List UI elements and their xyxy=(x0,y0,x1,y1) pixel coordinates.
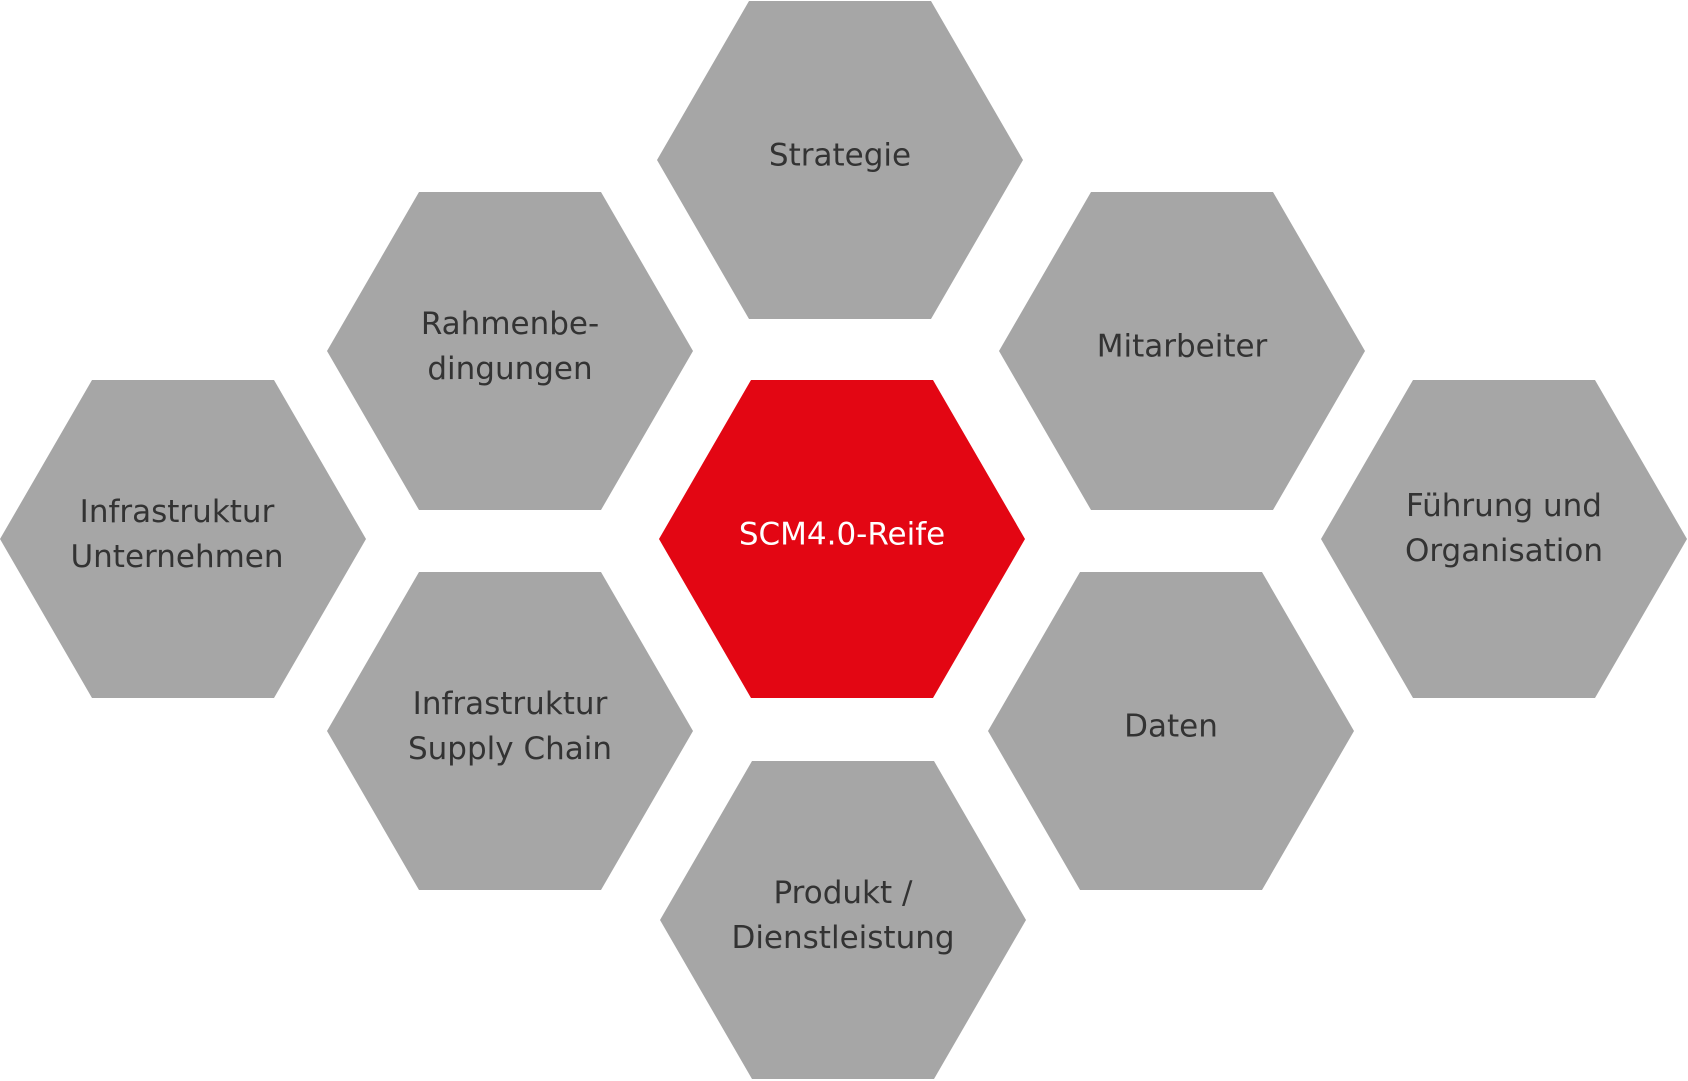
label-line: SCM4.0-Reife xyxy=(738,516,946,553)
label-produkt-dienstleistung: Produkt / Dienstleistung xyxy=(673,871,1013,961)
label-line: Dienstleistung xyxy=(731,920,955,956)
label-strategie: Strategie xyxy=(670,134,1010,179)
hexagon-produkt-dienstleistung xyxy=(660,761,1026,1079)
label-line: Rahmenbe- xyxy=(420,306,600,342)
label-line: Infrastruktur xyxy=(412,686,608,722)
hexagon-strategie xyxy=(657,1,1023,319)
label-line: Unternehmen xyxy=(70,539,284,575)
label-line: Infrastruktur xyxy=(79,494,275,530)
label-line: Produkt / xyxy=(773,875,913,911)
hexagon-infrastruktur-unternehmen xyxy=(0,380,366,698)
hexagon-daten xyxy=(988,572,1354,890)
label-line: Supply Chain xyxy=(407,731,613,767)
label-line: Führung und xyxy=(1406,488,1602,524)
label-line: dingungen xyxy=(427,351,593,387)
hexagon-infrastruktur-supply-chain xyxy=(327,572,693,890)
hexagon-center xyxy=(659,380,1025,698)
label-center: SCM4.0-Reife xyxy=(672,513,1012,558)
label-rahmenbedingungen: Rahmenbe-dingungen xyxy=(340,302,680,392)
hexagon-rahmenbedingungen xyxy=(327,192,693,510)
hexagon-fuehrung-organisation xyxy=(1321,380,1687,698)
label-daten: Daten xyxy=(1001,705,1341,750)
label-line: Organisation xyxy=(1404,533,1604,569)
label-line: Strategie xyxy=(768,137,912,174)
label-mitarbeiter: Mitarbeiter xyxy=(1012,325,1352,370)
label-line: Mitarbeiter xyxy=(1096,328,1268,365)
label-line: Daten xyxy=(1124,708,1218,745)
hexagon-mitarbeiter xyxy=(999,192,1365,510)
